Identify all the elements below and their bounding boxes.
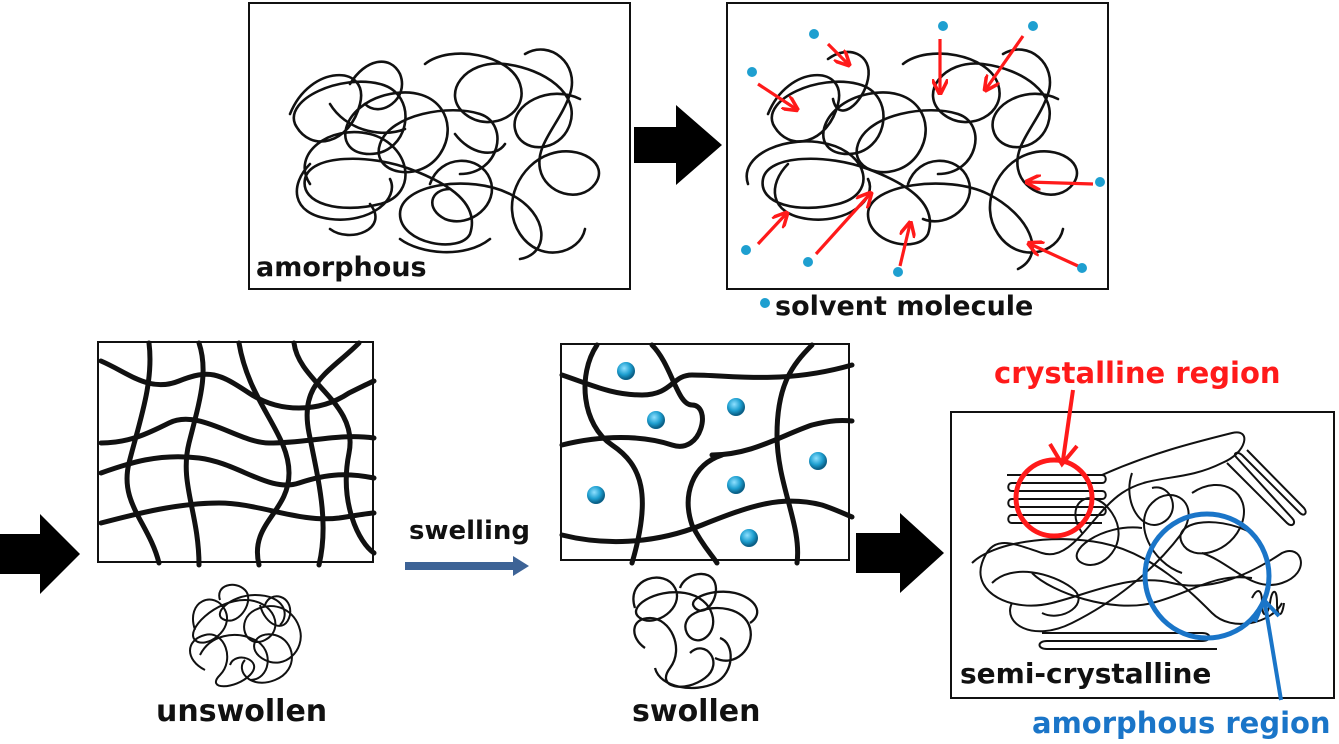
solvent-molecule: [741, 245, 751, 255]
amorphous-region-callout: amorphous region: [1032, 706, 1331, 740]
solvent-molecule-legend-label: solvent molecule: [775, 291, 1034, 322]
solvent-arrow: [757, 82, 796, 109]
amorphous-polymer-tangle: [288, 48, 601, 261]
amorphous-callout-arrow-icon: [1253, 596, 1283, 701]
solvent-penetration-panel: [726, 2, 1109, 290]
solvent-molecule: [647, 411, 665, 429]
semi-crystalline-label: semi-crystalline: [960, 657, 1212, 690]
solvent-molecule: [1028, 21, 1038, 31]
solvent-arrow: [1028, 182, 1094, 184]
semi-crystalline-structure: [971, 431, 1307, 650]
solvent-molecule: [587, 486, 605, 504]
swollen-solvent-molecules: [587, 362, 827, 547]
solvent-molecule-legend-icon: [760, 298, 770, 308]
solvent-arrows: [741, 21, 1105, 277]
crystalline-region-callout: crystalline region: [994, 356, 1281, 390]
swollen-coil: [632, 572, 759, 690]
solvent-arrow: [756, 214, 786, 246]
solvent-molecule: [740, 529, 758, 547]
solvent-molecule: [1095, 177, 1105, 187]
unswollen-network: [98, 340, 377, 568]
amorphous-label: amorphous: [256, 252, 427, 283]
process-arrow-icon: [0, 514, 80, 594]
solvent-molecule: [803, 257, 813, 267]
swollen-label: swollen: [632, 694, 761, 729]
solvent-arrow: [814, 194, 870, 256]
solvent-arrow: [898, 224, 910, 267]
unswollen-coil: [189, 583, 302, 688]
process-arrow-icon: [634, 105, 722, 185]
solvent-arrow: [826, 42, 848, 64]
swollen-network-panel: [559, 342, 855, 566]
solvent-arrow: [1030, 244, 1079, 268]
crystalline-callout-arrow-icon: [1048, 389, 1079, 468]
solvent-molecule: [809, 29, 819, 39]
solvent-molecule: [727, 476, 745, 494]
solvent-molecule: [747, 67, 757, 77]
solvent-molecule: [809, 452, 827, 470]
process-arrow-icon: [856, 513, 944, 593]
solvent-arrow: [986, 35, 1025, 89]
swollen-network: [559, 342, 855, 566]
solvent-molecule: [727, 398, 745, 416]
swelling-label: swelling: [409, 516, 530, 546]
unswollen-network-panel: [97, 340, 377, 568]
solvent-molecule: [893, 267, 903, 277]
solvent-molecule: [617, 362, 635, 380]
swelling-arrow-icon: [405, 556, 529, 576]
unswollen-label: unswollen: [156, 694, 328, 729]
amorphous-panel: amorphous: [248, 2, 631, 290]
solvent-molecule: [1077, 263, 1087, 273]
solvent-molecule: [938, 21, 948, 31]
